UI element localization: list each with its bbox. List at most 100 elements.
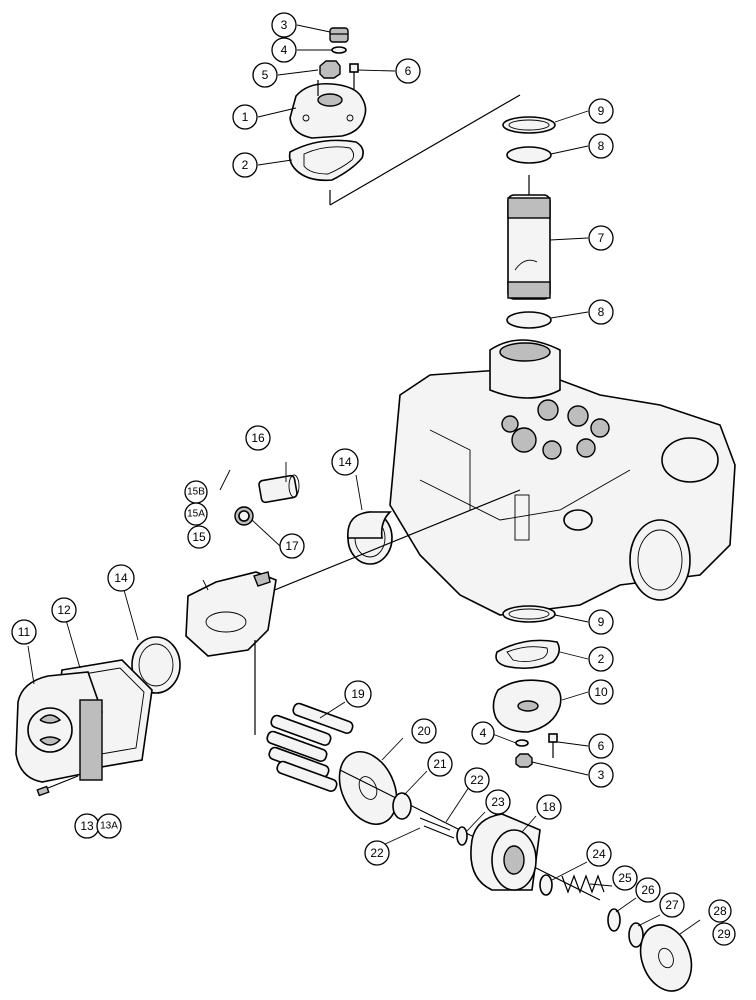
- callout-label: 3: [598, 768, 605, 782]
- callout-14: 14: [331, 448, 359, 476]
- o-ring-top: [502, 116, 556, 134]
- callout-circle: [245, 425, 271, 451]
- callout-circle: [612, 865, 638, 891]
- callout-label: 7: [598, 231, 605, 245]
- piston-set: [266, 702, 354, 792]
- callout-label: 15A: [187, 509, 205, 520]
- callout-5: 5: [252, 62, 278, 88]
- callout-15b: 15B: [184, 480, 208, 504]
- callout-circle: [271, 37, 297, 63]
- callout-label: 4: [281, 43, 288, 57]
- callout-circle: [11, 619, 37, 645]
- callout-16: 16: [245, 425, 271, 451]
- o-ring-lower: [502, 605, 556, 623]
- callout-18: 18: [536, 794, 562, 820]
- callout-circle: [51, 597, 77, 623]
- top-cover-plate: [289, 80, 367, 139]
- callout-label: 20: [417, 724, 431, 738]
- retaining-ring: [628, 922, 644, 948]
- callout-circle: [712, 922, 736, 946]
- callout-label: 9: [598, 615, 605, 629]
- callout-label: 9: [598, 104, 605, 118]
- callout-21: 21: [427, 751, 453, 777]
- callout-20: 20: [411, 718, 437, 744]
- callout-circle: [588, 609, 614, 635]
- callout-label: 27: [665, 898, 679, 912]
- callout-label: 26: [641, 883, 655, 897]
- callout-label: 10: [594, 685, 608, 699]
- callout-label: 8: [598, 305, 605, 319]
- callout-10: 10: [588, 679, 614, 705]
- callout-label: 28: [713, 904, 727, 918]
- callout-3: 3: [271, 12, 297, 38]
- callout-9: 9: [588, 98, 614, 124]
- callout-7: 7: [588, 225, 614, 251]
- callout-label: 23: [491, 795, 505, 809]
- callout-label: 14: [114, 571, 128, 585]
- callout-19: 19: [344, 680, 372, 708]
- callout-24: 24: [586, 841, 612, 867]
- top-gasket: [288, 139, 364, 182]
- callout-label: 2: [598, 652, 605, 666]
- callout-circle: [395, 58, 421, 84]
- fitting-lower: [515, 753, 533, 768]
- roller-bearing-left: [131, 636, 181, 694]
- callout-circle: [344, 680, 372, 708]
- callout-circle: [708, 899, 732, 923]
- washer: [331, 46, 347, 54]
- bolt-lower: [548, 733, 558, 758]
- callout-circle: [588, 646, 614, 672]
- callout-29: 29: [712, 922, 736, 946]
- callout-circle: [471, 721, 495, 745]
- callout-circle: [588, 98, 614, 124]
- callout-circle: [411, 718, 437, 744]
- cap-plug: [329, 27, 349, 43]
- callout-3: 3: [588, 762, 614, 788]
- callout-6: 6: [588, 733, 614, 759]
- spool-cartridge: [507, 175, 551, 300]
- callout-label: 1: [242, 110, 249, 124]
- callout-14: 14: [107, 564, 135, 592]
- callout-label: 11: [18, 625, 31, 639]
- callout-25: 25: [612, 865, 638, 891]
- callout-label: 6: [405, 64, 412, 78]
- callout-13: 13: [74, 813, 100, 839]
- callout-circle: [279, 533, 305, 559]
- callout-label: 24: [592, 847, 606, 861]
- pump-housing: [389, 339, 736, 616]
- callout-label: 13A: [100, 821, 118, 832]
- callout-label: 6: [598, 739, 605, 753]
- callout-label: 15B: [187, 487, 205, 498]
- callout-22: 22: [364, 840, 390, 866]
- callout-22: 22: [464, 767, 490, 793]
- callout-label: 2: [242, 158, 249, 172]
- callout-label: 4: [480, 726, 487, 740]
- callout-2: 2: [232, 152, 258, 178]
- end-cover: [15, 671, 103, 783]
- callout-27: 27: [659, 892, 685, 918]
- callout-15a: 15A: [184, 502, 208, 526]
- callout-label: 22: [370, 846, 384, 860]
- callout-circle: [271, 12, 297, 38]
- callout-26: 26: [635, 877, 661, 903]
- callout-circle: [107, 564, 135, 592]
- callout-8: 8: [588, 299, 614, 325]
- callout-2: 2: [588, 646, 614, 672]
- washer-ring: [607, 908, 621, 932]
- backup-ring-top: [506, 146, 552, 164]
- shaft-axis: [249, 489, 521, 601]
- leader-line: [329, 94, 521, 206]
- callout-circle: [96, 813, 122, 839]
- backup-ring-lower: [506, 311, 552, 329]
- cylinder-block: [470, 813, 541, 891]
- callout-circle: [588, 133, 614, 159]
- callout-1: 1: [232, 104, 258, 130]
- callout-circle: [586, 841, 612, 867]
- callout-circle: [331, 448, 359, 476]
- callout-label: 12: [57, 603, 71, 617]
- callout-label: 5: [262, 68, 269, 82]
- bushing: [234, 506, 254, 526]
- callout-4: 4: [471, 721, 495, 745]
